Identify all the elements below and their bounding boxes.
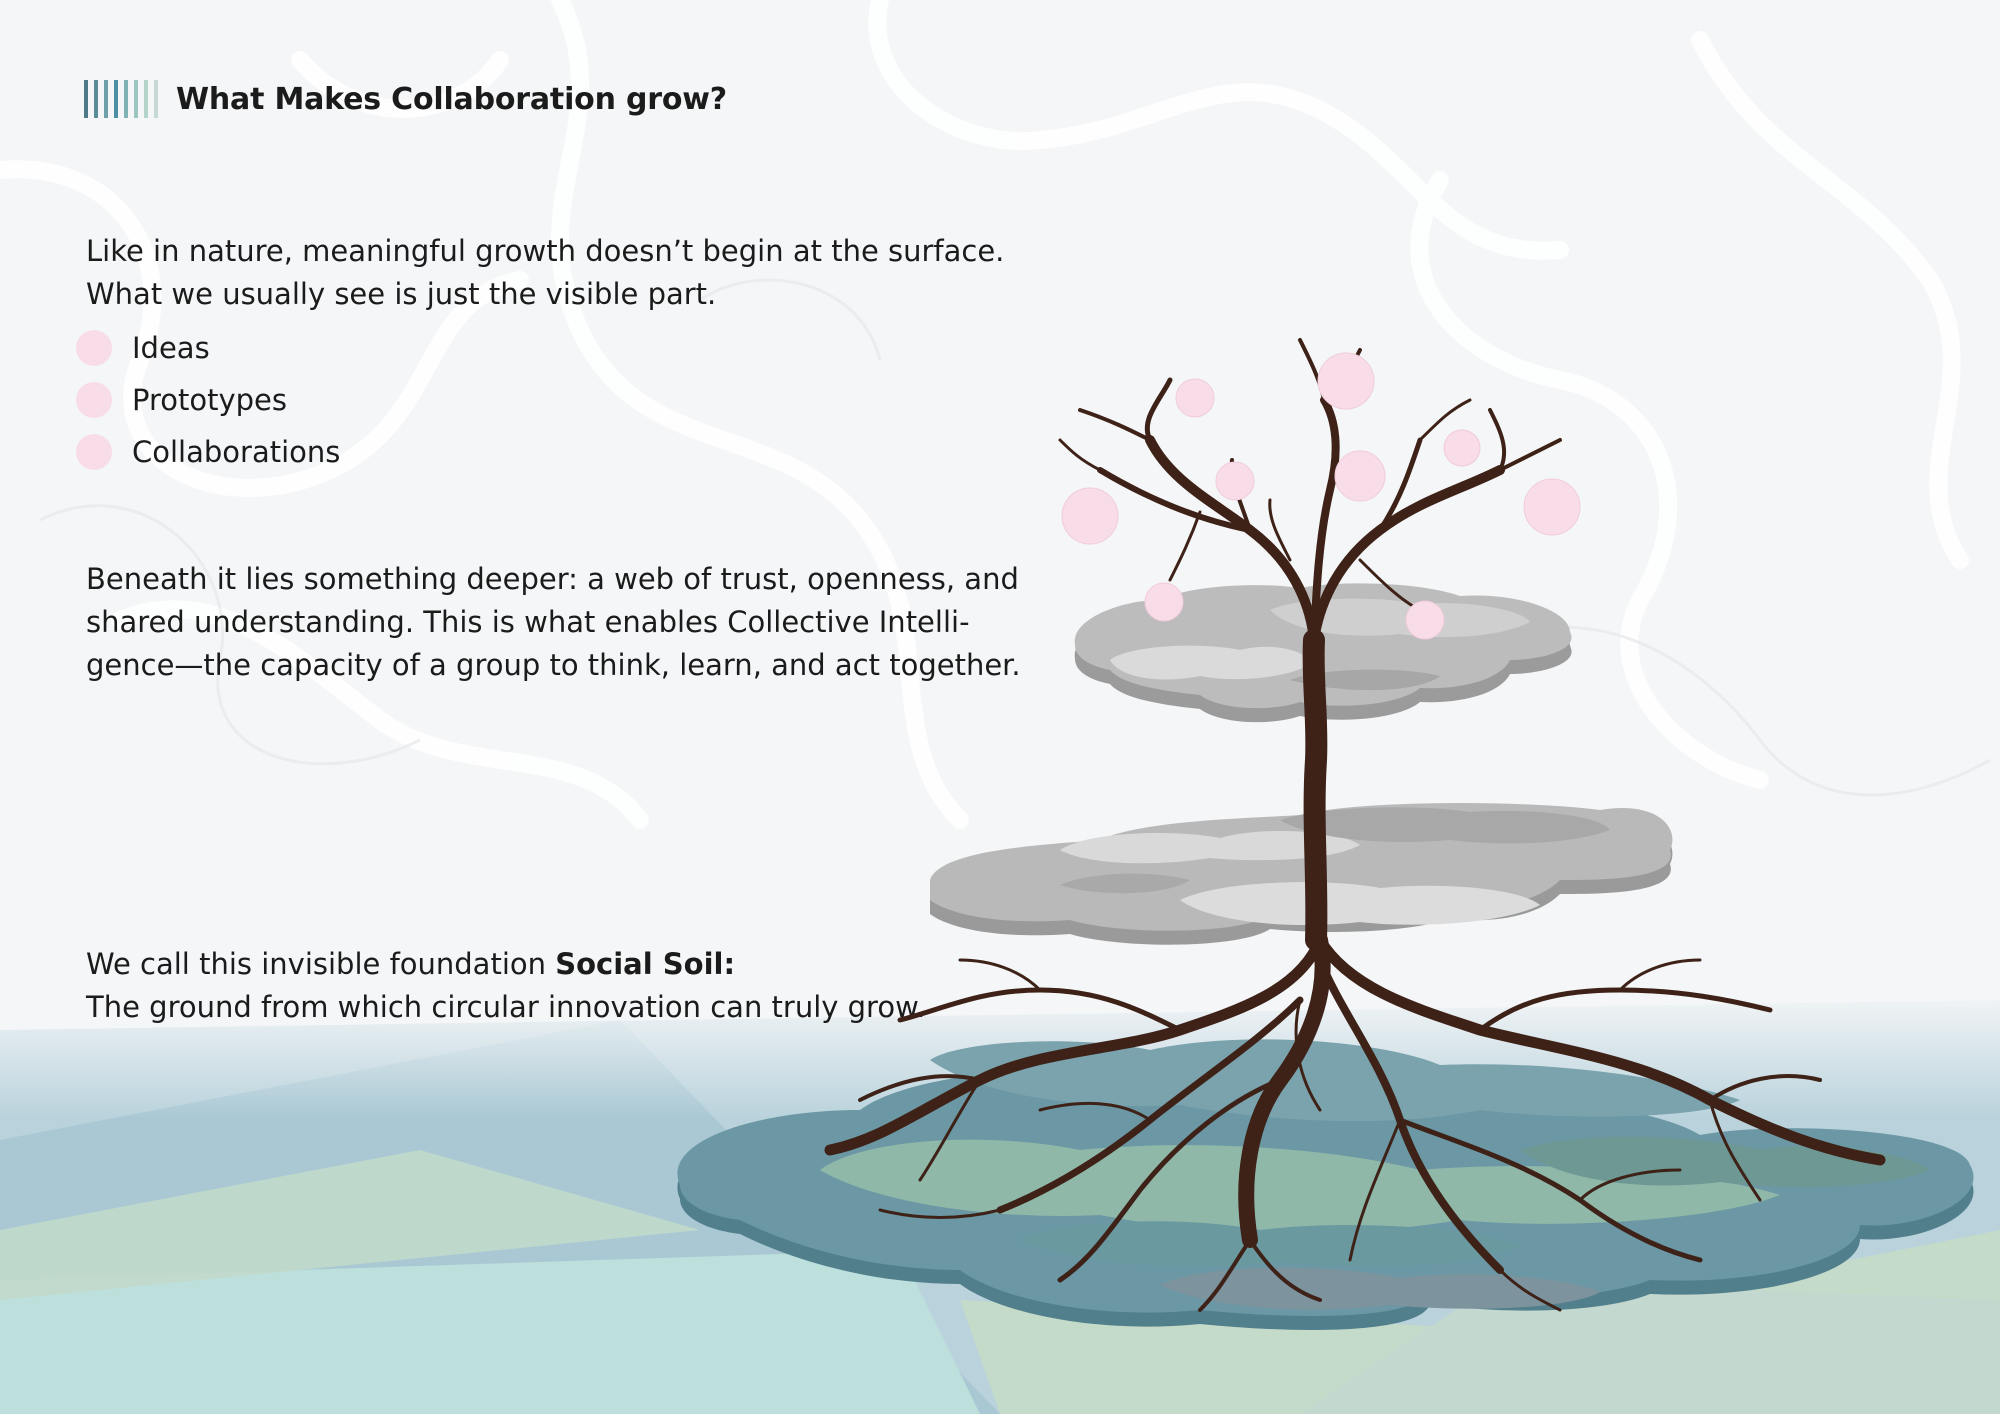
deeper-line: gence—the capacity of a group to think, … xyxy=(86,648,1021,682)
stripe-bar xyxy=(104,80,108,118)
middle-gray-layer xyxy=(930,803,1673,945)
blossom-icon xyxy=(1317,352,1375,410)
stripe-icon xyxy=(84,80,158,118)
soil-prefix: We call this invisible foundation xyxy=(86,947,556,981)
list-item: Collaborations xyxy=(76,426,340,478)
deeper-line: shared understanding. This is what enabl… xyxy=(86,605,970,639)
page-title: What Makes Collaboration grow? xyxy=(176,81,727,117)
blossom-icon xyxy=(1443,429,1481,467)
blossom-icon xyxy=(1523,478,1581,536)
blossom-icon xyxy=(1175,378,1215,418)
list-item: Prototypes xyxy=(76,374,340,426)
blossom-dot-icon xyxy=(76,434,112,470)
list-item-label: Ideas xyxy=(132,331,210,365)
soil-line: The ground from which circular innovatio… xyxy=(86,990,926,1024)
blossom-icon xyxy=(1405,600,1445,640)
intro-line: What we usually see is just the visible … xyxy=(86,277,717,311)
blossom-icon xyxy=(1144,582,1184,622)
social-soil-term: Social Soil: xyxy=(555,947,736,981)
stripe-bar xyxy=(134,80,138,118)
stripe-bar xyxy=(124,80,128,118)
blossom-dot-icon xyxy=(76,330,112,366)
intro-paragraph: Like in nature, meaningful growth doesn’… xyxy=(86,230,1004,316)
blossoms xyxy=(1061,352,1581,640)
stripe-bar xyxy=(114,80,118,118)
stripe-bar xyxy=(94,80,98,118)
tree-roots xyxy=(824,932,1886,1312)
soil-line: We call this invisible foundation Social… xyxy=(86,943,925,986)
deeper-paragraph: Beneath it lies something deeper: a web … xyxy=(86,558,1021,687)
tree-trunk xyxy=(1058,338,1562,951)
visible-items-list: Ideas Prototypes Collaborations xyxy=(76,322,340,478)
soil-layer xyxy=(677,1039,1974,1330)
deeper-line: Beneath it lies something deeper: a web … xyxy=(86,562,1019,596)
list-item-label: Collaborations xyxy=(132,435,341,469)
blossom-icon xyxy=(1061,487,1119,545)
list-item: Ideas xyxy=(76,322,340,374)
intro-line: Like in nature, meaningful growth doesn’… xyxy=(86,234,1005,268)
stripe-bar xyxy=(154,80,158,118)
blossom-icon xyxy=(1215,461,1255,501)
blossom-icon xyxy=(1334,450,1386,502)
stripe-bar xyxy=(84,80,88,118)
social-soil-paragraph: We call this invisible foundation Social… xyxy=(86,943,925,1029)
list-item-label: Prototypes xyxy=(132,383,288,417)
stripe-bar xyxy=(144,80,148,118)
blossom-dot-icon xyxy=(76,382,112,418)
header: What Makes Collaboration grow? xyxy=(84,80,727,118)
